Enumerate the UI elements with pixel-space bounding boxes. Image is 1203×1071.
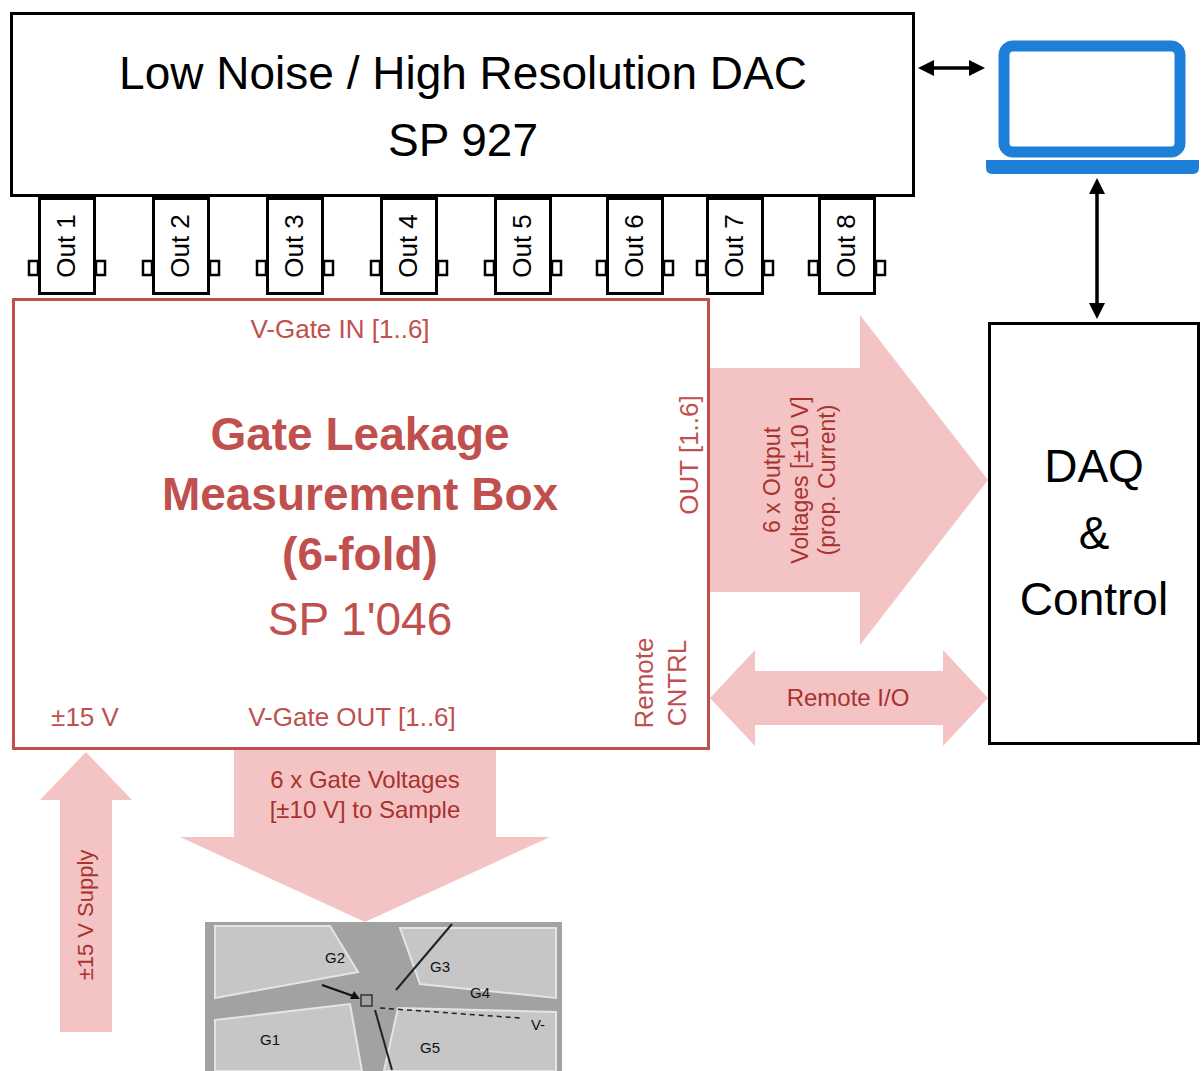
gate-pad (215, 926, 358, 998)
signal-arrow (710, 650, 988, 746)
edge-layer (180, 315, 988, 922)
output-connector: Out 1 (38, 197, 96, 295)
connector-tab (552, 261, 561, 275)
signal-arrow (710, 315, 988, 645)
connector-tab (371, 261, 380, 275)
gate-pad (400, 928, 556, 998)
box-text: DAQ & Control (1004, 433, 1184, 633)
signal-arrow (180, 750, 550, 922)
box-text: Out 2 (165, 214, 196, 278)
sample-image: G2G3G4G1 G5 V- (205, 922, 562, 1071)
connector-tabs (29, 261, 885, 275)
measurement-box: V-Gate IN [1..6] Gate Leakage Measurement… (12, 298, 710, 750)
box-text: V-Gate OUT [1..6] (248, 702, 456, 733)
arrow-head (969, 60, 985, 76)
box-text: G3 (430, 958, 450, 976)
connector-tab (664, 261, 673, 275)
box-text: Out 3 (279, 214, 310, 278)
connector-tab (96, 261, 105, 275)
daq-box: DAQ & Control (988, 322, 1200, 745)
box-text: G5 (420, 1039, 440, 1057)
connector-tab (29, 261, 38, 275)
sample-micrograph (205, 922, 562, 1071)
box-text: G4 (470, 984, 490, 1002)
box-text: Out 6 (619, 214, 650, 278)
probe-line (375, 1010, 392, 1070)
box-text: Low Noise / High Resolution DAC SP 927 (103, 40, 823, 173)
arrow-head (1089, 303, 1105, 319)
connector-tab (485, 261, 494, 275)
box-text: Out 8 (831, 214, 862, 278)
arrow-head (918, 60, 934, 76)
box-text: Out 4 (393, 214, 424, 278)
connector-tab (597, 261, 606, 275)
connector-tab (438, 261, 447, 275)
connector-tab (257, 261, 266, 275)
connector-tab (764, 261, 773, 275)
connector-tab (324, 261, 333, 275)
box-text: V-Gate IN [1..6] (250, 314, 429, 345)
connector-tab (809, 261, 818, 275)
arrow-label: 6 x Output Voltages [±10 V] (prop. Curre… (759, 388, 842, 573)
output-connector: Out 7 (706, 197, 764, 295)
gate-pad (215, 1004, 362, 1071)
probe-line (380, 1008, 520, 1018)
box-text: OUT [1..6] (674, 395, 705, 514)
box-text: Gate Leakage Measurement Box (6-fold) (140, 405, 580, 584)
arrow-head (1089, 178, 1105, 194)
box-text: SP 1'046 (268, 592, 452, 647)
probe-line (396, 924, 452, 990)
output-connector: Out 6 (606, 197, 664, 295)
output-connector: Out 2 (152, 197, 210, 295)
link-arrow (918, 60, 985, 76)
output-connector: Out 3 (266, 197, 324, 295)
box-text: G2 (325, 949, 345, 967)
supply-label: ±15 V Supply (73, 850, 99, 981)
supply-arrow (40, 752, 132, 1032)
box-text: Remote CNTRL (628, 634, 693, 732)
pointer-arrow (322, 985, 356, 997)
laptop-base (986, 160, 1199, 174)
box-text: V- (531, 1016, 545, 1034)
arrow-shaft (932, 66, 971, 70)
link-arrow (1089, 178, 1105, 319)
laptop-screen (1004, 46, 1180, 152)
box-text: Out 7 (719, 214, 750, 278)
connector-tab (210, 261, 219, 275)
gate-pad (384, 1008, 556, 1071)
output-connector: Out 5 (494, 197, 552, 295)
output-connector: Out 4 (380, 197, 438, 295)
dac-box: Low Noise / High Resolution DAC SP 927 (10, 12, 915, 197)
photo-ground (205, 922, 562, 1071)
device-square (361, 995, 372, 1006)
box-text: Out 1 (51, 214, 82, 278)
box-text: Out 5 (507, 214, 538, 278)
arrow-label: 6 x Gate Voltages [±10 V] to Sample (250, 765, 480, 825)
laptop-icon (986, 46, 1199, 174)
box-text: ±15 V (51, 702, 119, 733)
box-text: G1 (260, 1031, 280, 1049)
connector-tab (697, 261, 706, 275)
connector-tab (143, 261, 152, 275)
arrow-shaft (1095, 192, 1099, 305)
arrow-label: Remote I/O (787, 684, 910, 713)
pointer-head (350, 991, 360, 999)
output-connector: Out 8 (818, 197, 876, 295)
connector-tab (876, 261, 885, 275)
